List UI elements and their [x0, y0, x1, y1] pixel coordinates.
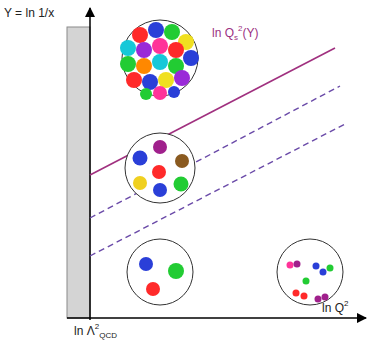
- y-axis-title: Y = ln 1/x: [4, 6, 54, 20]
- dense-hadron: [120, 20, 199, 100]
- dilute-hadron: [127, 239, 193, 305]
- exponent: 2: [344, 299, 348, 308]
- exponent: 2: [238, 24, 242, 33]
- small-parton-hadron: [277, 239, 343, 305]
- dashed-line: [90, 124, 345, 256]
- x-axis: [67, 317, 366, 319]
- y-axis: [89, 8, 91, 320]
- nonperturbative-band: [67, 27, 90, 318]
- axis-label: ln Q2: [322, 299, 348, 315]
- dashed-line: [90, 86, 340, 218]
- saturation-scale: ln Q: [212, 26, 234, 40]
- argument: (Y): [242, 26, 258, 40]
- x-axis-title: ln Q: [322, 301, 344, 315]
- axis-label: Y = ln 1/x: [4, 6, 54, 20]
- subscript: s: [234, 33, 238, 42]
- subscript: QCD: [99, 331, 117, 340]
- exponent: 2: [95, 322, 99, 331]
- axis-tick-label: ln Λ2QCD: [74, 322, 117, 341]
- saturation-label: ln Qs2(Y): [212, 24, 258, 43]
- lambda-scale: ln Λ: [74, 324, 95, 338]
- medium-hadron: [125, 133, 195, 203]
